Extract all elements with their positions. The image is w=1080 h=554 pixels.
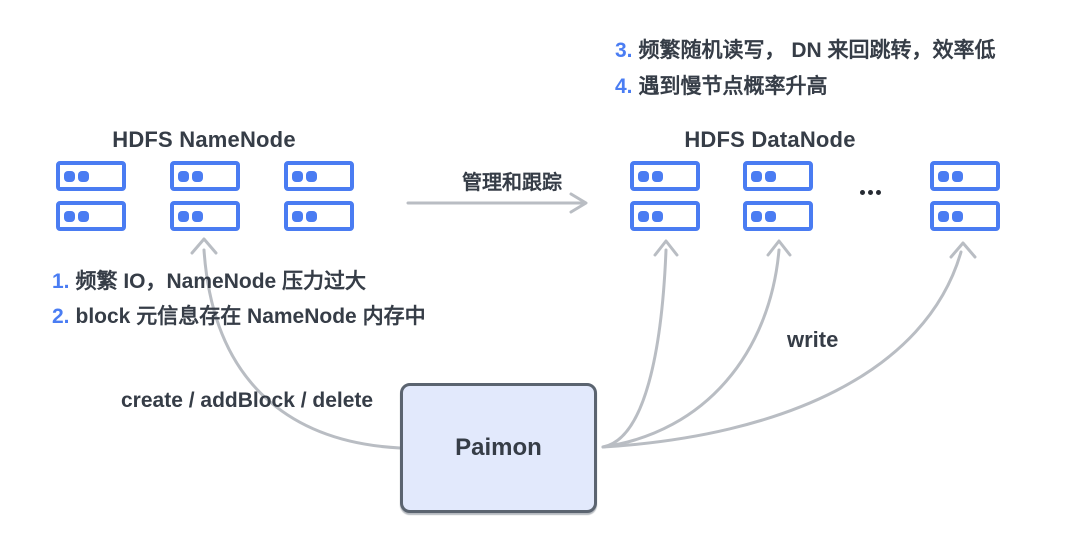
server-icon bbox=[930, 201, 1000, 231]
datanode-server-grid-right bbox=[930, 161, 1000, 231]
server-dot bbox=[938, 210, 949, 222]
server-dot bbox=[78, 210, 89, 222]
server-dot bbox=[765, 170, 776, 182]
namenode-title: HDFS NameNode bbox=[112, 127, 296, 152]
paimon-box: Paimon bbox=[400, 383, 597, 513]
ellipsis-dot bbox=[868, 190, 873, 195]
list-item: 3.频繁随机读写， DN 来回跳转，效率低 bbox=[615, 33, 996, 69]
server-dot bbox=[638, 170, 649, 182]
list-item: 4.遇到慢节点概率升高 bbox=[615, 69, 996, 105]
server-dot bbox=[178, 210, 189, 222]
list-item-number: 1. bbox=[52, 270, 70, 293]
list-item: 2.block 元信息存在 NameNode 内存中 bbox=[52, 299, 426, 334]
create-arrow-curve bbox=[202, 248, 402, 450]
server-dot bbox=[292, 170, 303, 182]
ellipsis-more-nodes bbox=[860, 190, 881, 195]
ellipsis-dot bbox=[860, 190, 865, 195]
server-icon bbox=[630, 201, 700, 231]
arrow-up-icon bbox=[766, 239, 792, 257]
arrow-up-icon bbox=[949, 241, 977, 259]
list-item-number: 4. bbox=[615, 75, 633, 98]
write-arrow-curve-2 bbox=[601, 248, 781, 449]
list-item: 1.频繁 IO，NameNode 压力过大 bbox=[52, 264, 426, 299]
server-dot bbox=[306, 170, 317, 182]
list-item-text: 遇到慢节点概率升高 bbox=[638, 75, 828, 98]
server-dot bbox=[192, 170, 203, 182]
create-addblock-delete-label: create / addBlock / delete bbox=[121, 389, 374, 412]
namenode-issues-list: 1.频繁 IO，NameNode 压力过大 2.block 元信息存在 Name… bbox=[52, 264, 426, 334]
server-dot bbox=[938, 170, 949, 182]
write-arrow-curve-3 bbox=[601, 250, 963, 449]
namenode-server-grid bbox=[56, 161, 354, 231]
manage-track-label: 管理和跟踪 bbox=[462, 172, 562, 194]
arrow-right-icon bbox=[569, 192, 588, 214]
datanode-issues-list: 3.频繁随机读写， DN 来回跳转，效率低 4.遇到慢节点概率升高 bbox=[615, 33, 996, 105]
server-dot bbox=[306, 210, 317, 222]
server-icon bbox=[170, 201, 240, 231]
server-icon bbox=[743, 161, 813, 191]
server-dot bbox=[64, 170, 75, 182]
server-dot bbox=[751, 170, 762, 182]
write-arrow-curve-1 bbox=[601, 248, 668, 449]
server-icon bbox=[284, 161, 354, 191]
server-dot bbox=[765, 210, 776, 222]
server-icon bbox=[170, 161, 240, 191]
list-item-text: block 元信息存在 NameNode 内存中 bbox=[75, 305, 426, 328]
paimon-label: Paimon bbox=[455, 434, 542, 461]
server-icon bbox=[743, 201, 813, 231]
ellipsis-dot bbox=[876, 190, 881, 195]
server-icon bbox=[630, 161, 700, 191]
arrow-up-icon bbox=[190, 237, 218, 255]
server-dot bbox=[952, 210, 963, 222]
arrow-up-icon bbox=[653, 239, 679, 257]
list-item-number: 2. bbox=[52, 305, 70, 328]
server-dot bbox=[192, 210, 203, 222]
server-dot bbox=[178, 170, 189, 182]
server-icon bbox=[930, 161, 1000, 191]
list-item-text: 频繁随机读写， DN 来回跳转，效率低 bbox=[638, 39, 996, 62]
server-icon bbox=[56, 161, 126, 191]
server-dot bbox=[64, 210, 75, 222]
server-dot bbox=[652, 210, 663, 222]
datanode-title: HDFS DataNode bbox=[684, 127, 856, 152]
server-icon bbox=[284, 201, 354, 231]
server-dot bbox=[78, 170, 89, 182]
server-dot bbox=[292, 210, 303, 222]
server-icon bbox=[56, 201, 126, 231]
write-label: write bbox=[787, 327, 839, 352]
server-dot bbox=[638, 210, 649, 222]
server-dot bbox=[751, 210, 762, 222]
datanode-server-grid-left bbox=[630, 161, 813, 231]
list-item-number: 3. bbox=[615, 39, 633, 62]
server-dot bbox=[652, 170, 663, 182]
server-dot bbox=[952, 170, 963, 182]
list-item-text: 频繁 IO，NameNode 压力过大 bbox=[75, 270, 367, 293]
